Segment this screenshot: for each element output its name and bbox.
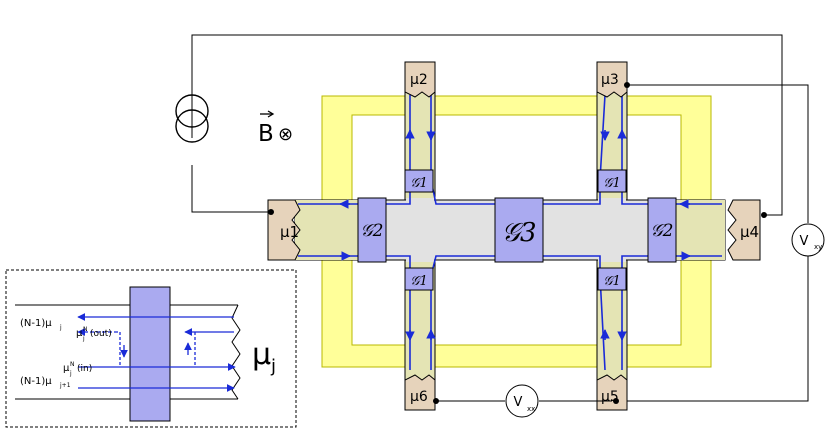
svg-text:⊗: ⊗ [278,124,293,145]
svg-text:N: N [83,326,88,333]
current-source-icon [175,94,209,143]
svg-text:j+1: j+1 [59,382,71,389]
svg-text:μ2: μ2 [410,72,428,88]
voltmeter-vxy: V xy [791,223,825,257]
gate-g3: 𝒢3 [494,197,544,263]
gate-g2-right: 𝒢2 [647,197,677,263]
contact-mu2: μ2 [404,61,436,98]
svg-text:𝒢1: 𝒢1 [603,176,621,191]
wire-dots [268,82,767,404]
contact-mu6: μ6 [404,374,436,411]
svg-text:V: V [800,234,809,249]
svg-text:𝒢1: 𝒢1 [603,274,621,289]
contact-mu3: μ3 [596,61,628,98]
gate-g2-left: 𝒢2 [357,197,387,263]
svg-text:μ1: μ1 [280,223,299,241]
contact-mu5: μ5 [596,374,628,411]
svg-text:𝒢1: 𝒢1 [410,176,428,191]
gate-g1-bottom-right: 𝒢1 [597,267,627,291]
svg-text:𝒢3: 𝒢3 [501,218,536,248]
svg-text:(N-1)μ: (N-1)μ [20,376,52,387]
gate-g1-bottom-left: 𝒢1 [404,267,434,291]
svg-text:j: j [270,356,276,377]
svg-text:N: N [70,361,75,368]
gate-g1-top-left: 𝒢1 [404,169,434,193]
contact-mu1: μ1 [267,199,301,261]
svg-text:μ: μ [76,328,83,339]
svg-text:μ: μ [63,363,70,374]
svg-text:(in): (in) [77,364,92,374]
wiring [191,34,809,402]
svg-text:μ: μ [252,337,271,372]
top-gate-frame [321,95,712,368]
svg-text:j: j [69,370,72,377]
voltmeter-vxx: V xx [505,384,539,418]
svg-text:xy: xy [814,243,822,251]
svg-text:xx: xx [527,405,535,413]
magnetic-field-label: B ⊗ [258,110,293,147]
contact-mu4: μ4 [727,199,761,261]
svg-text:𝒢2: 𝒢2 [361,221,384,241]
svg-text:μ4: μ4 [740,223,759,241]
svg-text:μ6: μ6 [410,389,428,405]
svg-text:V: V [514,395,523,410]
svg-text:𝒢2: 𝒢2 [651,221,674,241]
svg-text:B: B [258,121,274,147]
svg-text:j: j [82,335,85,342]
svg-text:𝒢1: 𝒢1 [410,274,428,289]
svg-text:(out): (out) [90,329,112,339]
svg-text:μ3: μ3 [601,72,619,88]
inset-panel: (N-1)μ j μ N j (out) μ N j (in) (N-1)μ j… [5,269,297,428]
svg-text:(N-1)μ: (N-1)μ [20,318,52,329]
gate-g1-top-right: 𝒢1 [597,169,627,193]
svg-text:j: j [59,324,62,331]
